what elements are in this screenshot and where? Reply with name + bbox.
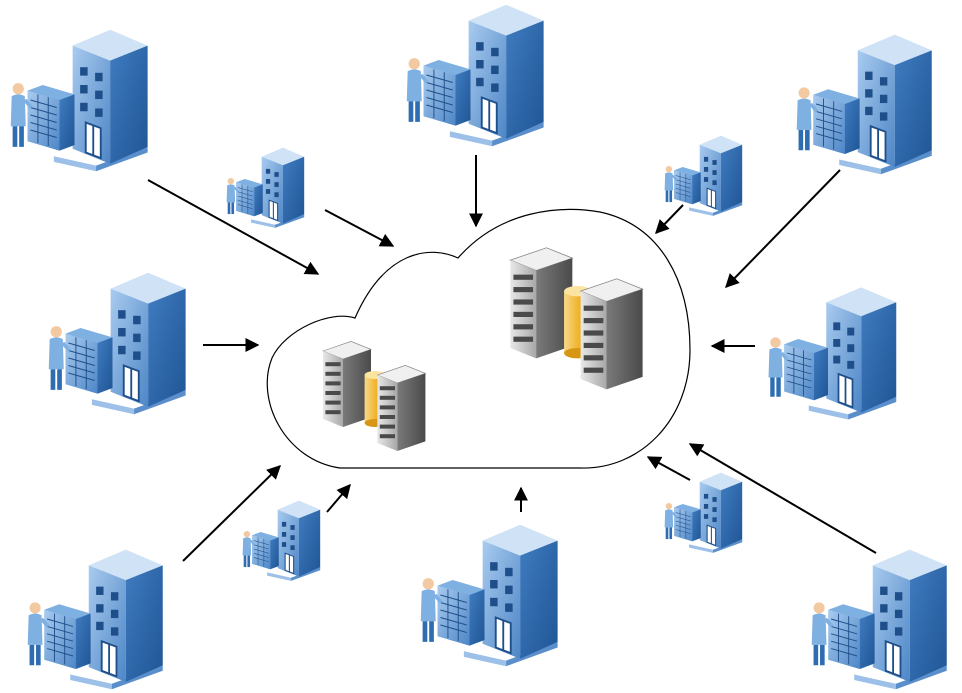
data-center-building-icon xyxy=(663,471,744,554)
data-center-building-icon xyxy=(794,32,934,177)
arrow-top-right xyxy=(725,169,841,289)
data-center-building-icon xyxy=(25,547,165,692)
data-center-building-icon xyxy=(46,270,188,417)
arrow-upper-left xyxy=(324,209,395,247)
arrow-lower-left xyxy=(326,483,351,513)
arrow-bottom-right xyxy=(688,443,877,554)
data-center-building-icon xyxy=(418,522,560,669)
data-center-building-icon xyxy=(766,285,899,422)
arrow-upper-right xyxy=(655,204,684,235)
arrow-lower-right xyxy=(646,456,691,481)
data-center-building-icon xyxy=(809,547,949,692)
arrow-bottom-left xyxy=(182,465,282,562)
data-center-building-icon xyxy=(663,134,744,217)
data-center-building-icon xyxy=(8,27,150,174)
data-center-building-icon xyxy=(241,499,322,582)
data-center-building-icon xyxy=(404,2,546,149)
data-center-building-icon xyxy=(225,146,306,229)
arrow-top-left xyxy=(147,179,320,275)
